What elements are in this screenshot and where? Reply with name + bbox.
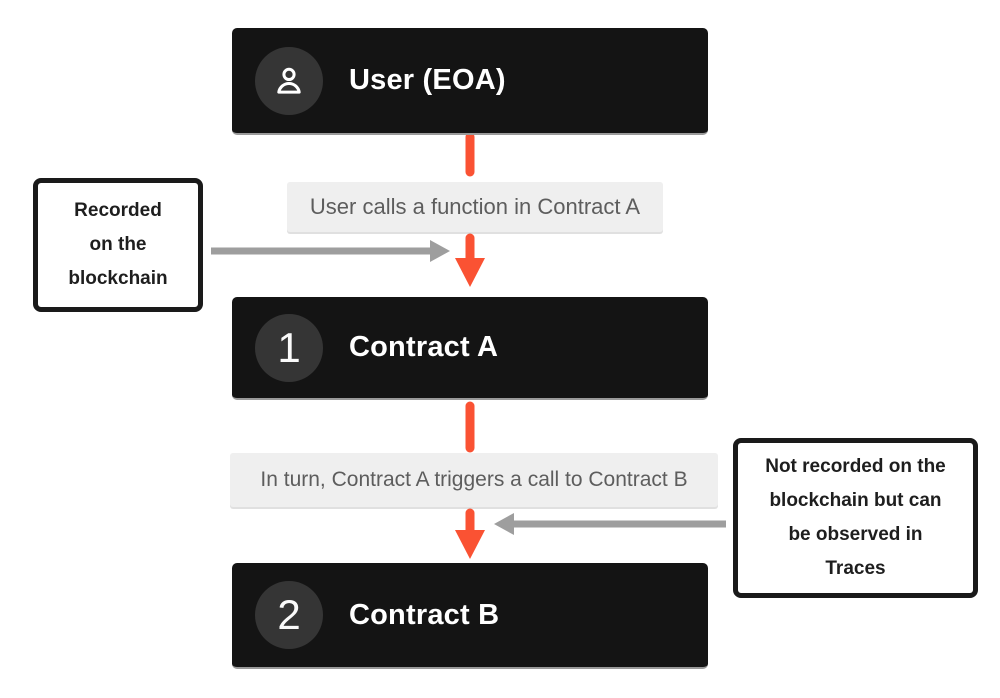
arrow-left-not-recorded-note-icon	[494, 513, 726, 535]
user-node: User (EOA)	[232, 28, 708, 135]
note-not-recorded-on-blockchain: Not recorded on the blockchain but can b…	[733, 438, 978, 598]
contract-a-node: 1 Contract A	[232, 297, 708, 400]
user-node-title: User (EOA)	[349, 64, 506, 96]
note-recorded-on-blockchain: Recorded on the blockchain	[33, 178, 203, 312]
contract-b-number-badge: 2	[255, 581, 323, 649]
contract-b-node-title: Contract B	[349, 598, 500, 631]
user-avatar	[255, 46, 323, 115]
arrow-down-label-to-contract-b-icon	[455, 508, 485, 559]
edge-label-a-to-b: In turn, Contract A triggers a call to C…	[230, 453, 718, 507]
user-icon	[277, 67, 301, 94]
contract-a-number-badge: 1	[255, 313, 323, 382]
note-recorded-text: Recorded on the blockchain	[68, 199, 168, 290]
note-not-recorded-text: Not recorded on the blockchain but can b…	[765, 455, 946, 580]
contract-b-node: 2 Contract B	[232, 563, 708, 669]
edge-label-user-to-a: User calls a function in Contract A	[287, 182, 663, 232]
contract-a-node-title: Contract A	[349, 331, 499, 363]
arrow-right-recorded-note-icon	[211, 240, 450, 262]
arrow-down-label-to-contract-a-icon	[455, 233, 485, 287]
